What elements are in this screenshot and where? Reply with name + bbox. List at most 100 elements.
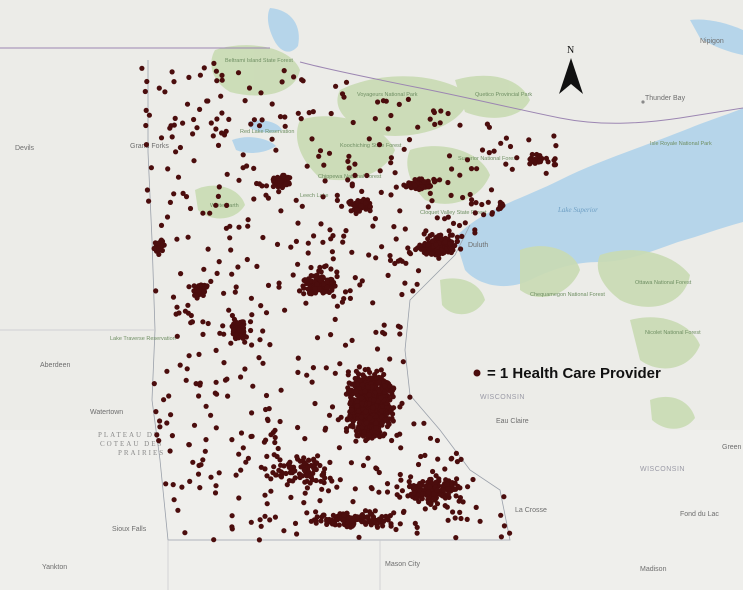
provider-dot [477,518,483,524]
provider-dot [372,520,378,526]
provider-dot [498,534,504,540]
provider-dot [250,383,256,389]
provider-dot [353,368,359,374]
provider-dot [277,114,284,120]
provider-dot [370,223,376,229]
provider-dot [415,124,421,130]
provider-dot [465,484,471,490]
provider-dot [161,397,167,403]
provider-dot [218,93,224,99]
provider-dot [479,147,486,153]
provider-dot [454,476,460,482]
provider-dot [396,101,402,107]
provider-dot [468,201,474,207]
provider-dot [153,288,159,294]
provider-dot [322,466,328,472]
provider-dot [263,392,270,399]
provider-dot [211,60,217,66]
provider-dot [226,116,232,122]
provider-dot [267,342,273,348]
provider-dot [203,437,209,443]
provider-dot [292,520,299,527]
provider-dot [188,312,194,319]
provider-dot [335,417,341,423]
provider-dot [433,242,439,248]
park-isle-royale: Isle Royale National Park [650,141,712,147]
provider-dot [165,166,171,172]
provider-dot [219,77,225,83]
provider-dot [328,110,334,117]
provider-dot [229,437,235,443]
provider-dot [395,258,401,264]
provider-dot [343,79,350,85]
provider-dot [406,479,412,485]
provider-dot [367,415,373,421]
provider-dot [260,328,266,334]
provider-dot [453,493,459,499]
provider-dot [437,177,443,183]
provider-dot [290,272,296,278]
provider-dot [457,172,463,178]
provider-dot [273,147,279,153]
provider-dot [258,523,264,529]
provider-dot [257,517,263,523]
provider-dot [243,459,249,465]
provider-dot [157,424,163,430]
provider-dot [421,420,427,426]
provider-dot [227,235,233,241]
provider-dot [342,289,349,295]
provider-dot [501,523,507,529]
provider-dot [205,246,211,252]
provider-dot [173,149,179,155]
provider-dot [169,433,175,439]
provider-dot [427,484,433,490]
provider-dot [295,424,301,431]
provider-dot [392,170,398,176]
provider-dot [347,401,353,407]
provider-dot [406,180,412,186]
provider-dot [350,423,356,429]
provider-dot [320,512,326,518]
provider-dot [213,483,219,489]
provider-dot [347,288,353,294]
provider-dot [187,205,194,212]
provider-dot [180,190,186,196]
provider-dot [304,163,310,169]
provider-dot [507,530,513,536]
provider-dot [370,404,376,411]
provider-dot [208,120,214,126]
provider-dot [445,485,451,491]
provider-dot [304,478,310,484]
provider-dot [186,353,192,359]
park-ottawa: Ottawa National Forest [635,280,692,286]
provider-dot [242,98,248,104]
provider-dot [373,329,379,335]
provider-dot [213,202,219,208]
provider-dot [220,323,226,329]
provider-dot [187,478,193,484]
provider-dot [349,407,355,413]
provider-dot [324,279,330,285]
provider-dot [394,484,400,490]
provider-dot [398,445,404,451]
provider-dot [334,269,340,275]
provider-dot [374,346,381,352]
provider-dot [314,335,321,341]
provider-dot [184,101,191,107]
provider-dot [327,475,333,481]
provider-dot [311,233,317,239]
provider-dot [182,530,188,536]
provider-dot [433,479,439,485]
provider-dot [445,179,451,186]
provider-dot [350,119,356,126]
provider-dot [472,210,478,216]
provider-dot [194,287,200,293]
provider-dot [388,192,394,198]
park-red-lake: Red Lake Reservation [240,129,294,135]
provider-dot [397,324,403,330]
provider-dot [186,442,192,448]
provider-dot [318,221,324,227]
provider-dot [239,323,245,329]
provider-dot [434,487,440,493]
